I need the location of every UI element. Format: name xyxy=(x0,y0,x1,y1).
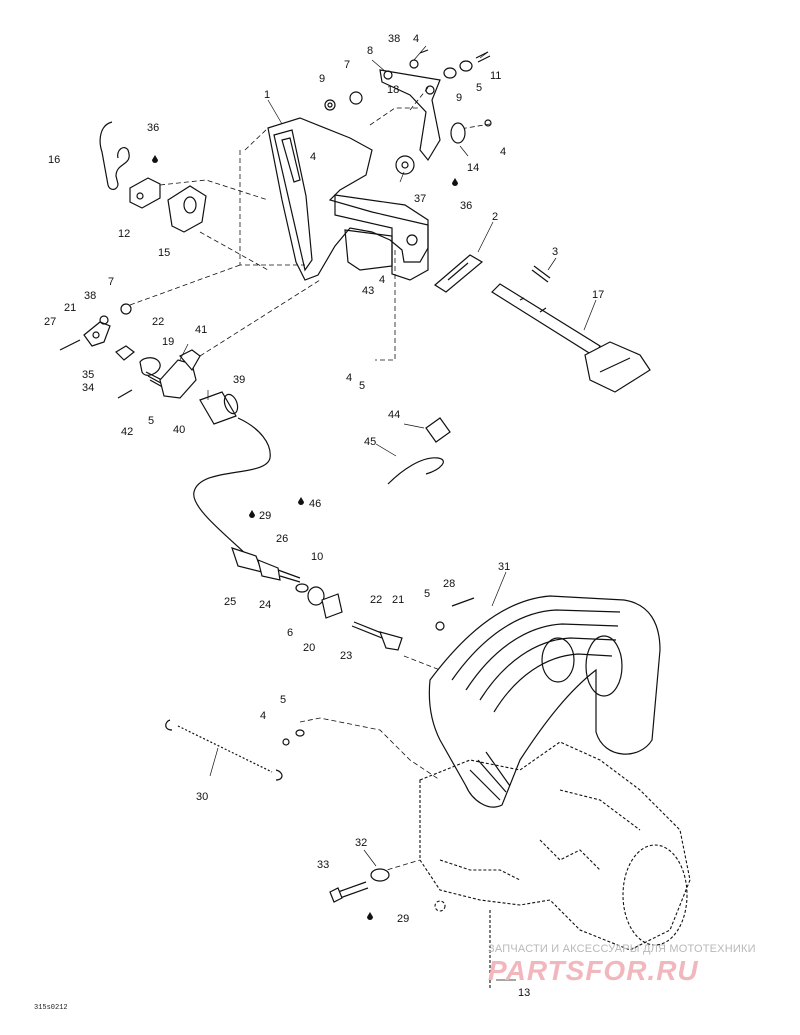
lever-assembly-left xyxy=(59,264,321,399)
callout-22-b: 22 xyxy=(370,594,382,606)
callout-20: 20 xyxy=(303,642,315,654)
callout-4-c: 4 xyxy=(500,146,506,158)
screw-3 xyxy=(531,265,551,283)
callout-5-b: 5 xyxy=(359,380,365,392)
callout-1: 1 xyxy=(264,89,270,101)
callout-42: 42 xyxy=(121,426,133,438)
callout-13: 13 xyxy=(518,987,530,999)
callout-37: 37 xyxy=(414,193,426,205)
callout-26: 26 xyxy=(276,533,288,545)
sleeve-39 xyxy=(199,391,239,425)
callout-4-b: 4 xyxy=(413,33,419,45)
drawing-reference-code: 315s0212 xyxy=(34,1004,68,1012)
cable xyxy=(193,417,271,559)
callout-38: 38 xyxy=(388,33,400,45)
callout-27: 27 xyxy=(44,316,56,328)
callout-8: 8 xyxy=(367,45,373,57)
callout-43: 43 xyxy=(362,285,374,297)
callout-7: 7 xyxy=(344,59,350,71)
callout-30: 30 xyxy=(196,791,208,803)
callout-4-d: 4 xyxy=(379,274,385,286)
callout-4: 4 xyxy=(310,151,316,163)
callout-40: 40 xyxy=(173,424,185,436)
callout-36: 36 xyxy=(147,122,159,134)
callout-9: 9 xyxy=(319,73,325,85)
callout-23: 23 xyxy=(340,650,352,662)
leader-lines xyxy=(179,45,597,981)
hook-16 xyxy=(99,121,130,190)
callout-15: 15 xyxy=(158,247,170,259)
cable-end-assembly xyxy=(231,547,475,651)
small-hardware-top xyxy=(324,49,492,175)
bolt-33-washer-32 xyxy=(329,868,390,903)
linkage-arm-8 xyxy=(379,69,441,162)
cable-clip-44-45 xyxy=(387,417,451,485)
drop-29-upper xyxy=(249,510,255,518)
callout-28: 28 xyxy=(443,578,455,590)
callout-14: 14 xyxy=(467,162,479,174)
spring-30 xyxy=(165,719,305,781)
watermark-tagline: ЗАПЧАСТИ И АКСЕССУАРЫ ДЛЯ МОТОТЕХНИКИ xyxy=(488,943,756,955)
callout-39: 39 xyxy=(233,374,245,386)
callout-31: 31 xyxy=(498,561,510,573)
callout-9-b: 9 xyxy=(456,92,462,104)
callout-45: 45 xyxy=(364,436,376,448)
pads-12-15 xyxy=(129,177,269,271)
callout-29: 29 xyxy=(259,510,271,522)
callout-4-f: 4 xyxy=(260,710,266,722)
callout-38-b: 38 xyxy=(84,290,96,302)
callout-3: 3 xyxy=(552,246,558,258)
callout-32: 32 xyxy=(355,837,367,849)
callout-6: 6 xyxy=(287,627,293,639)
callout-46: 46 xyxy=(309,498,321,510)
callout-36-b: 36 xyxy=(460,200,472,212)
callout-labels: 1 2 3 4 5 6 7 8 9 10 11 12 13 14 15 16 1… xyxy=(44,33,604,999)
manifold-31 xyxy=(428,595,661,808)
housing-13-ghost xyxy=(299,655,691,990)
callout-4-e: 4 xyxy=(346,372,352,384)
drop-29-lower xyxy=(367,912,373,920)
callout-21-b: 21 xyxy=(392,594,404,606)
drop-36-left xyxy=(152,155,158,163)
callout-29-b: 29 xyxy=(397,913,409,925)
callout-17: 17 xyxy=(592,289,604,301)
callout-44: 44 xyxy=(388,409,400,421)
callout-33: 33 xyxy=(317,859,329,871)
callout-19: 19 xyxy=(162,336,174,348)
callout-34: 34 xyxy=(82,382,94,394)
sealant-drops xyxy=(152,155,458,920)
callout-21: 21 xyxy=(64,302,76,314)
callout-18: 18 xyxy=(387,84,399,96)
callout-10: 10 xyxy=(311,551,323,563)
plate-2 xyxy=(433,254,484,293)
callout-35: 35 xyxy=(82,369,94,381)
callout-5: 5 xyxy=(476,82,482,94)
callout-24: 24 xyxy=(259,599,271,611)
drop-46 xyxy=(298,497,304,505)
callout-7-b: 7 xyxy=(108,276,114,288)
callout-11: 11 xyxy=(490,70,501,82)
callout-5-c: 5 xyxy=(148,415,154,427)
upper-bracket-assembly xyxy=(239,84,491,361)
callout-25: 25 xyxy=(224,596,236,608)
callout-2: 2 xyxy=(492,211,498,223)
callout-22: 22 xyxy=(152,316,164,328)
callout-12: 12 xyxy=(118,228,130,240)
callout-5-e: 5 xyxy=(280,694,286,706)
callout-41: 41 xyxy=(195,324,207,336)
drop-36-right xyxy=(452,178,458,186)
callout-5-d: 5 xyxy=(424,588,430,600)
watermark-logo: PARTSFOR.RU xyxy=(488,955,699,986)
callout-16: 16 xyxy=(48,154,60,166)
handle-17 xyxy=(491,283,651,393)
